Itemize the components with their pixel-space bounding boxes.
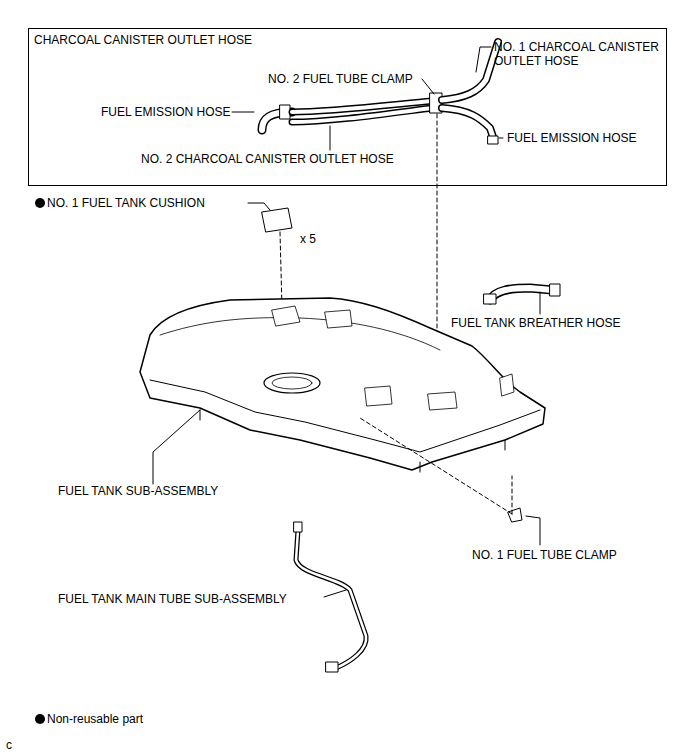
part-label: NO. 1 FUEL TUBE CLAMP (472, 548, 617, 562)
part-label: FUEL TANK BREATHER HOSE (451, 316, 621, 330)
part-label: FUEL TANK SUB-ASSEMBLY (58, 484, 218, 498)
part-label: FUEL EMISSION HOSE (101, 105, 231, 119)
legend-text: Non-reusable part (47, 712, 143, 726)
part-label: NO. 2 CHARCOAL CANISTER OUTLET HOSE (141, 152, 394, 166)
part-label: FUEL TANK MAIN TUBE SUB-ASSEMBLY (58, 592, 287, 606)
part-label: NO. 2 FUEL TUBE CLAMP (268, 72, 413, 86)
part-label: FUEL EMISSION HOSE (507, 131, 637, 145)
part-label: x 5 (300, 232, 316, 246)
part-label: c (6, 738, 12, 752)
part-label: NO. 1 CHARCOAL CANISTER OUTLET HOSE (494, 40, 664, 68)
part-label: NO. 1 FUEL TANK CUSHION (47, 196, 205, 210)
